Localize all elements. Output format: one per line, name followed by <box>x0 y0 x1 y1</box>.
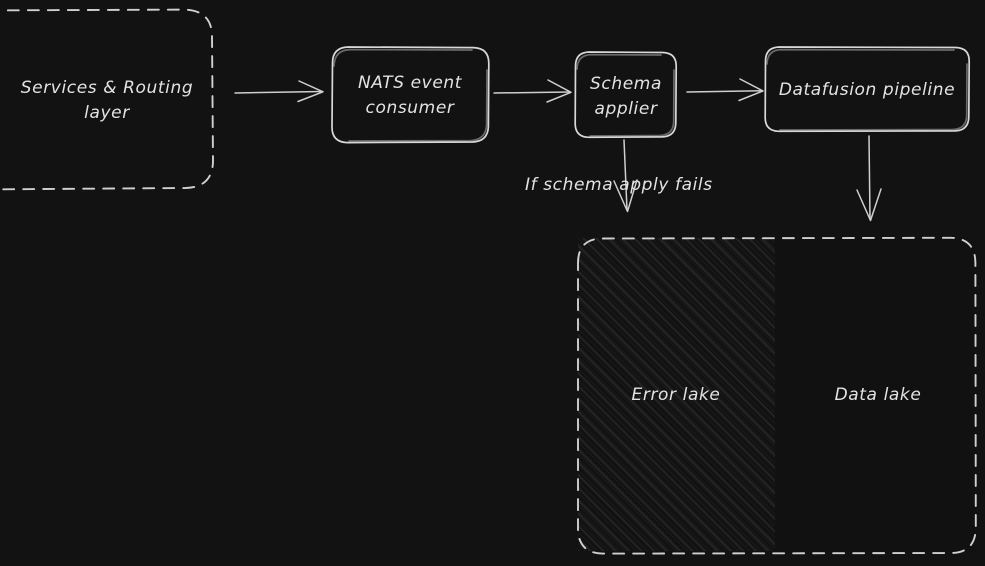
nats-event-consumer-border <box>331 46 490 144</box>
edge-schema-to-datafusion-head <box>738 78 764 102</box>
data-lake-region[interactable] <box>775 238 975 551</box>
nats-event-consumer-fill <box>331 46 490 143</box>
schema-applier-border <box>574 51 678 139</box>
services-routing-layer-border <box>0 8 214 191</box>
datafusion-pipeline-border-sketch <box>766 48 968 131</box>
services-routing-layer-label-line2: layer <box>84 103 130 123</box>
schema-applier-label-line2: applier <box>594 99 658 119</box>
error-lake-hatch-overlay <box>578 238 775 551</box>
edge-services-to-nats-line <box>234 90 323 94</box>
edge-nats-to-schema <box>493 79 572 103</box>
edge-services-to-nats-head <box>297 80 324 103</box>
schema-applier-label-line1: Schema <box>590 74 662 94</box>
edge-schema-to-error-lake-line <box>623 139 628 211</box>
edge-schema-to-datafusion-line <box>686 90 763 93</box>
schema-applier-border-sketch <box>576 53 675 137</box>
lake-container-border <box>577 236 977 555</box>
edge-datafusion-to-data-lake <box>856 135 882 222</box>
edge-schema-to-error-lake <box>613 139 638 213</box>
edge-datafusion-to-data-lake-line <box>868 135 871 220</box>
edge-datafusion-to-data-lake-head <box>856 188 882 222</box>
nats-event-consumer-label-line1: NATS event <box>358 73 463 93</box>
lake-container[interactable]: Error lake Data lake <box>577 236 977 555</box>
node-nats-event-consumer[interactable]: NATS event consumer <box>331 46 490 144</box>
datafusion-pipeline-border <box>764 46 971 133</box>
edge-schema-to-error-lake-head <box>613 179 638 213</box>
edge-services-to-nats <box>234 80 324 103</box>
datafusion-pipeline-label-line1: Datafusion pipeline <box>779 80 955 100</box>
services-routing-layer-label-line1: Services & Routing <box>21 78 194 98</box>
nats-event-consumer-border-sketch <box>333 48 488 142</box>
edge-schema-to-datafusion <box>686 78 764 102</box>
edge-nats-to-schema-head <box>546 79 572 103</box>
data-lake-label: Data lake <box>835 385 922 405</box>
schema-applier-fill <box>574 51 677 138</box>
error-lake-label: Error lake <box>632 385 721 405</box>
services-routing-layer-fill <box>0 8 214 190</box>
nats-event-consumer-label-line2: consumer <box>366 98 455 118</box>
error-lake-region[interactable] <box>578 238 775 551</box>
datafusion-pipeline-fill <box>764 46 970 132</box>
node-services-routing-layer[interactable]: Services & Routing layer <box>0 8 214 191</box>
node-datafusion-pipeline[interactable]: Datafusion pipeline <box>764 46 971 133</box>
node-schema-applier[interactable]: Schema applier <box>574 51 678 139</box>
edge-schema-to-error-lake-label: If schema apply fails <box>525 175 713 195</box>
edge-nats-to-schema-line <box>493 91 571 94</box>
